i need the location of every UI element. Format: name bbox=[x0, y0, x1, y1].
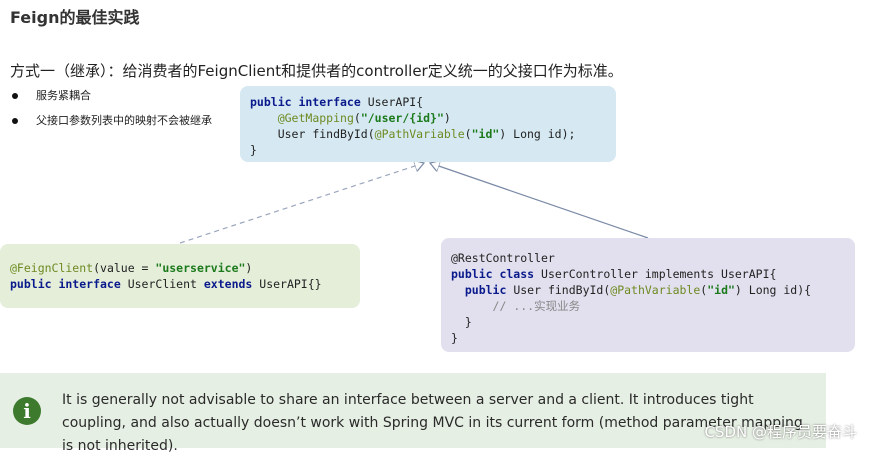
code-keyword: public bbox=[464, 283, 507, 297]
info-icon: i bbox=[13, 397, 41, 425]
user-api-code-block: public interface UserAPI{ @GetMapping("/… bbox=[240, 86, 616, 162]
code-text: UserController implements UserAPI{ bbox=[534, 267, 777, 281]
list-item: 父接口参数列表中的映射不会被继承 bbox=[10, 113, 212, 138]
list-item: 服务紧耦合 bbox=[10, 88, 212, 113]
code-annotation: @PathVariable bbox=[374, 127, 465, 141]
user-client-code-block: @FeignClient(value = "userservice") publ… bbox=[0, 244, 360, 308]
code-string: "userservice" bbox=[155, 261, 246, 275]
code-text: (value = bbox=[93, 261, 156, 275]
code-keyword: extends bbox=[203, 277, 253, 291]
code-text: UserClient bbox=[120, 277, 204, 291]
code-text: } bbox=[464, 315, 472, 329]
bullet-dot-icon bbox=[12, 118, 18, 124]
code-annotation: @GetMapping bbox=[277, 111, 354, 125]
bullet-dot-icon bbox=[12, 93, 18, 99]
code-text: } bbox=[250, 143, 257, 157]
info-note: i It is generally not advisable to share… bbox=[0, 373, 826, 454]
code-annotation: @PathVariable bbox=[610, 283, 701, 297]
code-annotation: @RestController bbox=[451, 251, 555, 265]
controller-to-api-arrow bbox=[430, 163, 649, 239]
page-title: Feign的最佳实践 bbox=[10, 8, 140, 27]
watermark: CSDN @程序员要奋斗 bbox=[704, 423, 857, 441]
code-comment: // ...实现业务 bbox=[492, 299, 581, 313]
code-text: ) Long id){ bbox=[734, 283, 812, 297]
bullet-list: 服务紧耦合 父接口参数列表中的映射不会被继承 bbox=[10, 88, 212, 138]
code-text: } bbox=[451, 331, 458, 345]
code-keyword: public interface bbox=[250, 95, 361, 109]
code-text: UserAPI{ bbox=[360, 95, 424, 109]
code-string: "/user/{id}" bbox=[360, 111, 444, 125]
code-keyword: public class bbox=[451, 267, 535, 281]
code-string: "id" bbox=[471, 127, 500, 141]
code-text: User findById( bbox=[506, 283, 611, 297]
code-text: UserAPI{} bbox=[252, 277, 322, 291]
bullet-text: 服务紧耦合 bbox=[36, 89, 91, 102]
user-controller-code-block: @RestController public class UserControl… bbox=[441, 238, 855, 352]
code-text: User findById( bbox=[277, 127, 375, 141]
code-keyword: public interface bbox=[10, 277, 121, 291]
inheritance-arrows bbox=[179, 0, 649, 244]
code-text: ) bbox=[245, 261, 253, 275]
code-string: "id" bbox=[707, 283, 735, 297]
code-annotation: @FeignClient bbox=[10, 261, 94, 275]
bullet-text: 父接口参数列表中的映射不会被继承 bbox=[36, 114, 212, 127]
code-text: ) Long id); bbox=[499, 127, 576, 141]
client-to-api-arrow bbox=[179, 163, 424, 244]
subtitle: 方式一（继承）：给消费者的FeignClient和提供者的controller定… bbox=[10, 62, 623, 80]
